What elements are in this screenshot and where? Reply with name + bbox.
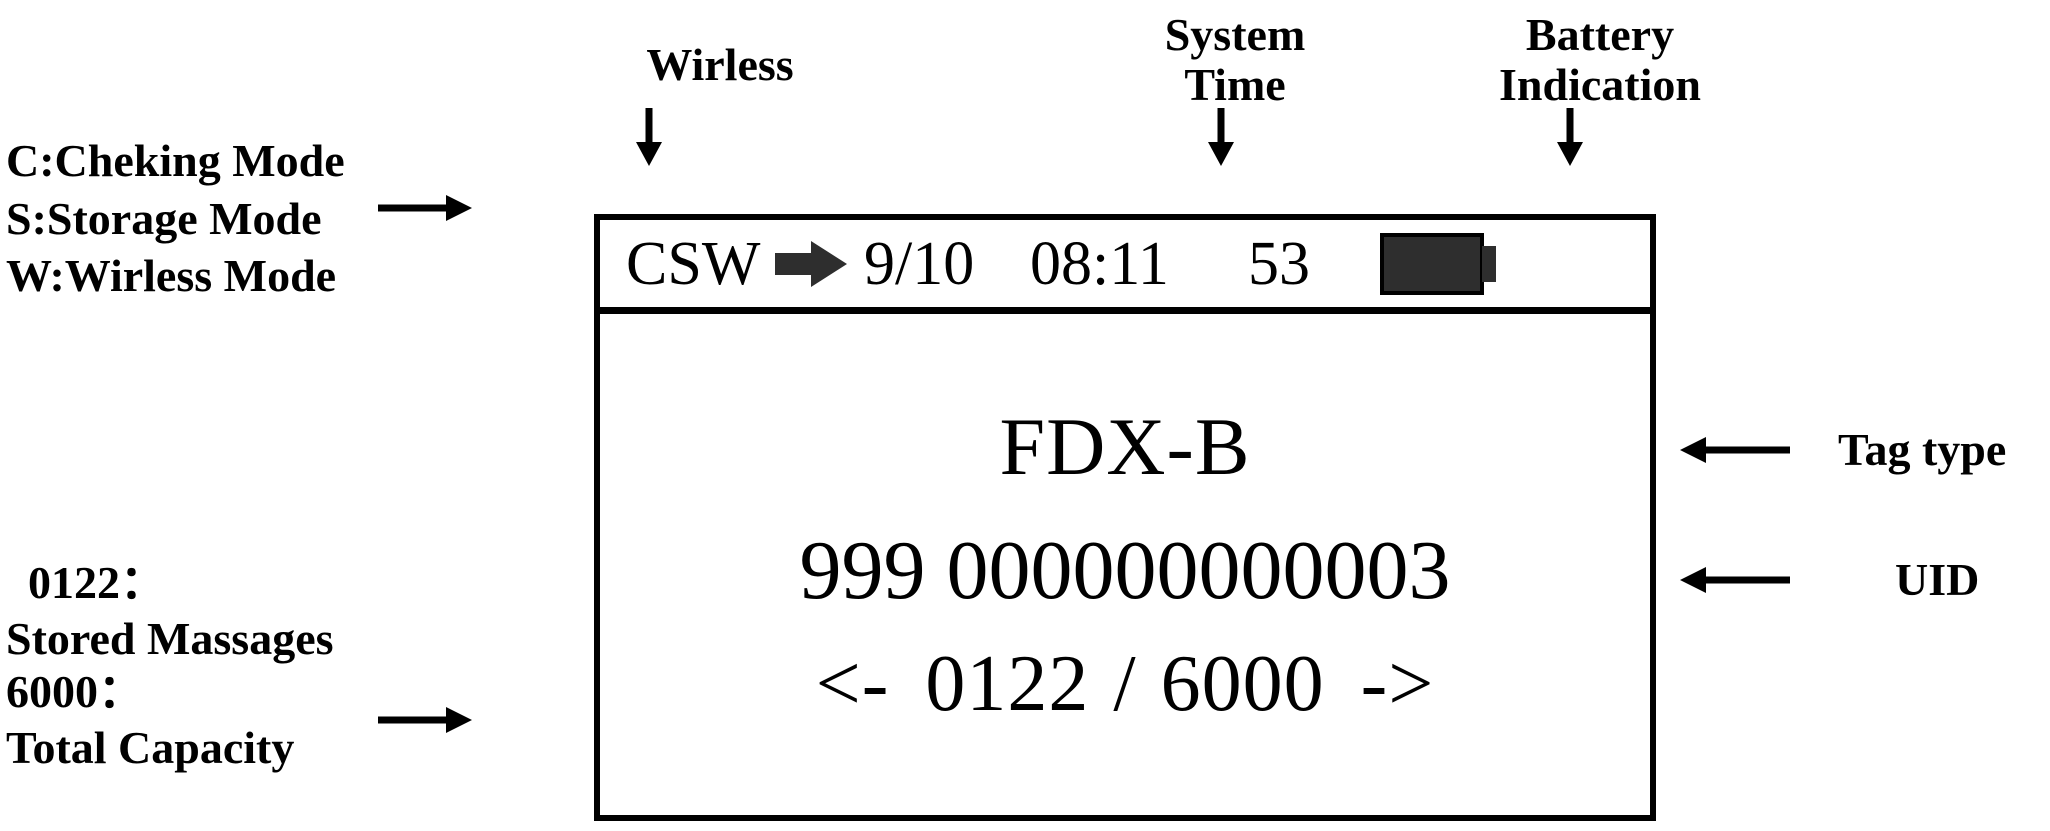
status-mode-letters: CSW xyxy=(626,229,761,298)
lcd-content-area: FDX-B 999 000000000003 <-0122/6000-> xyxy=(600,314,1650,814)
lcd-record-navigation: <-0122/6000-> xyxy=(600,644,1650,724)
device-lcd-screen: CSW 9/10 08:11 53 FDX-B 999 000000000003… xyxy=(594,214,1656,821)
lcd-total-capacity: 6000 xyxy=(1160,640,1325,728)
annotation-stored-desc: Stored Massages xyxy=(6,612,334,664)
annotation-tagtype-label: Tag type xyxy=(1838,424,2007,475)
status-time: 08:11 xyxy=(1030,229,1169,298)
annotation-system-time-arrow xyxy=(1208,108,1234,170)
annotation-battery-line2: Indication xyxy=(1499,58,1701,110)
annotation-wireless-arrow xyxy=(636,108,662,170)
annotation-mode-wireless: W:Wirless Mode xyxy=(6,250,337,302)
annotation-capacity-desc: Total Capacity xyxy=(6,721,295,773)
nav-next-button[interactable]: -> xyxy=(1360,640,1435,728)
annotation-mode-arrow xyxy=(378,188,474,228)
nav-previous-button[interactable]: <- xyxy=(815,640,890,728)
annotation-mode-legend: C:Cheking Mode S:Storage Mode W:Wirless … xyxy=(6,136,345,301)
lcd-tag-type-value: FDX-B xyxy=(999,401,1251,492)
annotation-stored-legend: 0122： Stored Massages xyxy=(6,557,334,663)
annotation-battery-line1: Battery xyxy=(1525,9,1675,60)
annotation-uid-label: UID xyxy=(1895,554,1980,605)
annotation-mode-checking: C:Cheking Mode xyxy=(6,135,345,186)
lcd-status-bar: CSW 9/10 08:11 53 xyxy=(600,220,1650,314)
status-battery-percent: 53 xyxy=(1248,229,1310,298)
annotation-stored-key: 0122： xyxy=(28,557,166,608)
battery-icon xyxy=(1380,232,1498,295)
annotation-tagtype-arrow xyxy=(1680,430,1790,470)
lcd-stored-count: 0122 xyxy=(925,640,1090,728)
annotation-uid-arrow xyxy=(1680,560,1790,600)
annotation-system-time-line1: System xyxy=(1164,9,1306,60)
wireless-arrow-icon xyxy=(775,240,847,287)
annotation-capacity-key: 6000： xyxy=(6,666,144,717)
lcd-count-separator: / xyxy=(1113,640,1137,728)
annotation-battery-label: Battery Indication xyxy=(1440,10,1760,109)
annotation-capacity-legend: 6000： Total Capacity xyxy=(6,667,294,772)
annotation-battery-arrow xyxy=(1557,108,1583,170)
status-date: 9/10 xyxy=(864,229,975,298)
annotation-system-time-label: System Time xyxy=(1110,10,1360,109)
annotation-wireless-label: Wirless xyxy=(646,39,794,90)
annotation-system-time-line2: Time xyxy=(1184,58,1286,110)
annotation-capacity-arrow xyxy=(378,700,474,740)
annotation-mode-storage: S:Storage Mode xyxy=(6,192,322,244)
lcd-uid-value: 999 000000000003 xyxy=(799,524,1451,617)
